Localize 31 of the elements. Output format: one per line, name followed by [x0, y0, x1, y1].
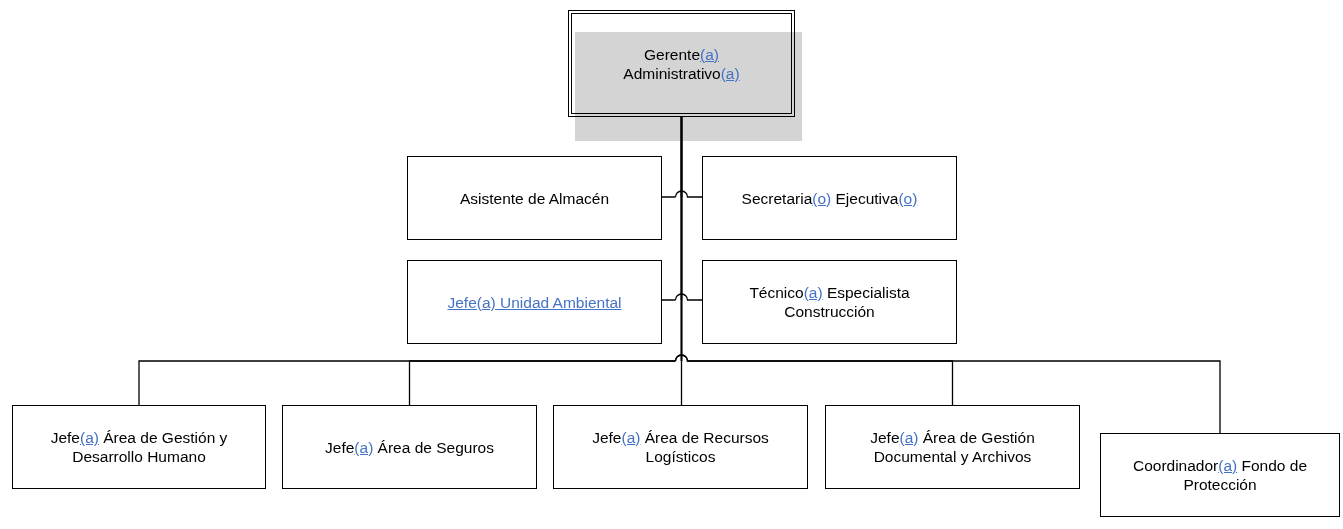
position-box: [825, 405, 1080, 489]
text-link: (a): [700, 45, 719, 63]
position-box: [702, 156, 957, 240]
position-title: Gerente(a) Administrativo(a): [623, 44, 740, 83]
text-link: (a): [899, 429, 919, 446]
position-box: [12, 405, 266, 489]
position-title: Técnico(a) Especialista Construcción: [748, 283, 911, 321]
position-title: Jefe(a) Área de Recursos Logísticos: [591, 428, 770, 466]
position-title: Jefe(a) Área de Seguros: [325, 437, 494, 457]
text-link: (a): [720, 64, 740, 82]
position-box: [282, 405, 537, 489]
text-link: (a): [803, 284, 823, 301]
position-title: Coordinador(a) Fondo de Protección: [1131, 456, 1309, 494]
position-title: Secretaria(o) Ejecutiva(o): [741, 188, 918, 208]
text-link: (a): [1218, 457, 1238, 474]
text-link: (a): [80, 429, 99, 446]
position-box: [553, 405, 808, 489]
position-box: [407, 260, 662, 344]
text-link: (o): [898, 189, 918, 207]
position-title: Asistente de Almacén: [459, 188, 610, 208]
manager-box: [568, 10, 795, 117]
text-link: (a): [621, 429, 641, 446]
connector-line: [674, 116, 1221, 434]
position-box: [702, 260, 957, 344]
text-link: (o): [812, 189, 832, 207]
text-link: (a): [354, 438, 374, 456]
position-title: Jefe(a) Área de Gestión y Desarrollo Humano: [49, 428, 229, 466]
position-box: [1100, 433, 1340, 517]
link-text: Jefe(a) Unidad Ambiental: [447, 292, 622, 312]
position-box: [407, 156, 662, 240]
position-title: Jefe(a) Área de Gestión Documental y Archivos: [869, 428, 1036, 466]
